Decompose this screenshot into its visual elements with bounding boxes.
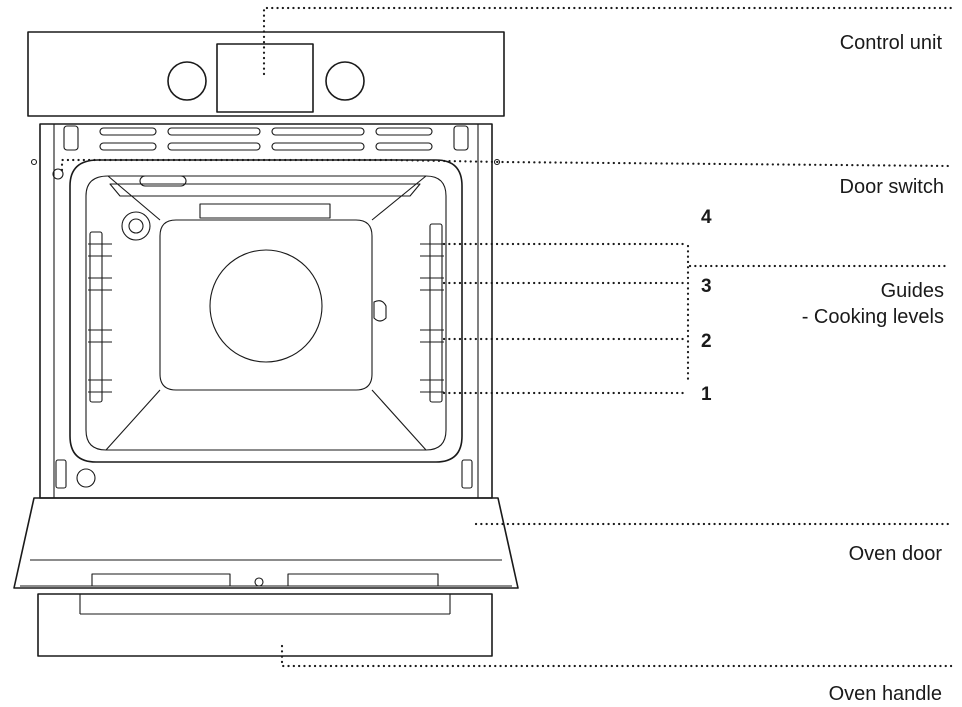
label-guides: Guides bbox=[881, 280, 944, 302]
level-number-2: 2 bbox=[701, 331, 712, 352]
lamp-icon bbox=[121, 211, 151, 241]
left-guide-rails bbox=[88, 231, 112, 403]
callout-labels: Control unit Door switch Guides - Cookin… bbox=[701, 32, 944, 705]
left-knob-icon bbox=[167, 61, 207, 101]
leader-lines bbox=[60, 6, 954, 668]
level-number-3: 3 bbox=[701, 276, 712, 297]
oven-cavity bbox=[69, 159, 463, 463]
label-cooking-levels: - Cooking levels bbox=[802, 306, 944, 328]
vent-slots bbox=[99, 127, 433, 151]
control-panel bbox=[27, 31, 505, 117]
level-number-1: 1 bbox=[701, 384, 712, 405]
right-guide-rails bbox=[420, 223, 444, 403]
door-switch-icon bbox=[52, 168, 64, 180]
label-door-switch: Door switch bbox=[840, 176, 944, 198]
oven-door bbox=[13, 497, 519, 589]
display-screen bbox=[216, 43, 314, 113]
label-oven-door: Oven door bbox=[849, 543, 943, 565]
oven-drawing bbox=[13, 31, 519, 657]
fan-cover-icon bbox=[209, 249, 323, 363]
level-number-4: 4 bbox=[701, 207, 712, 228]
right-knob-icon bbox=[325, 61, 365, 101]
oven-handle bbox=[37, 593, 493, 657]
label-control-unit: Control unit bbox=[840, 32, 943, 54]
label-oven-handle: Oven handle bbox=[829, 683, 942, 705]
